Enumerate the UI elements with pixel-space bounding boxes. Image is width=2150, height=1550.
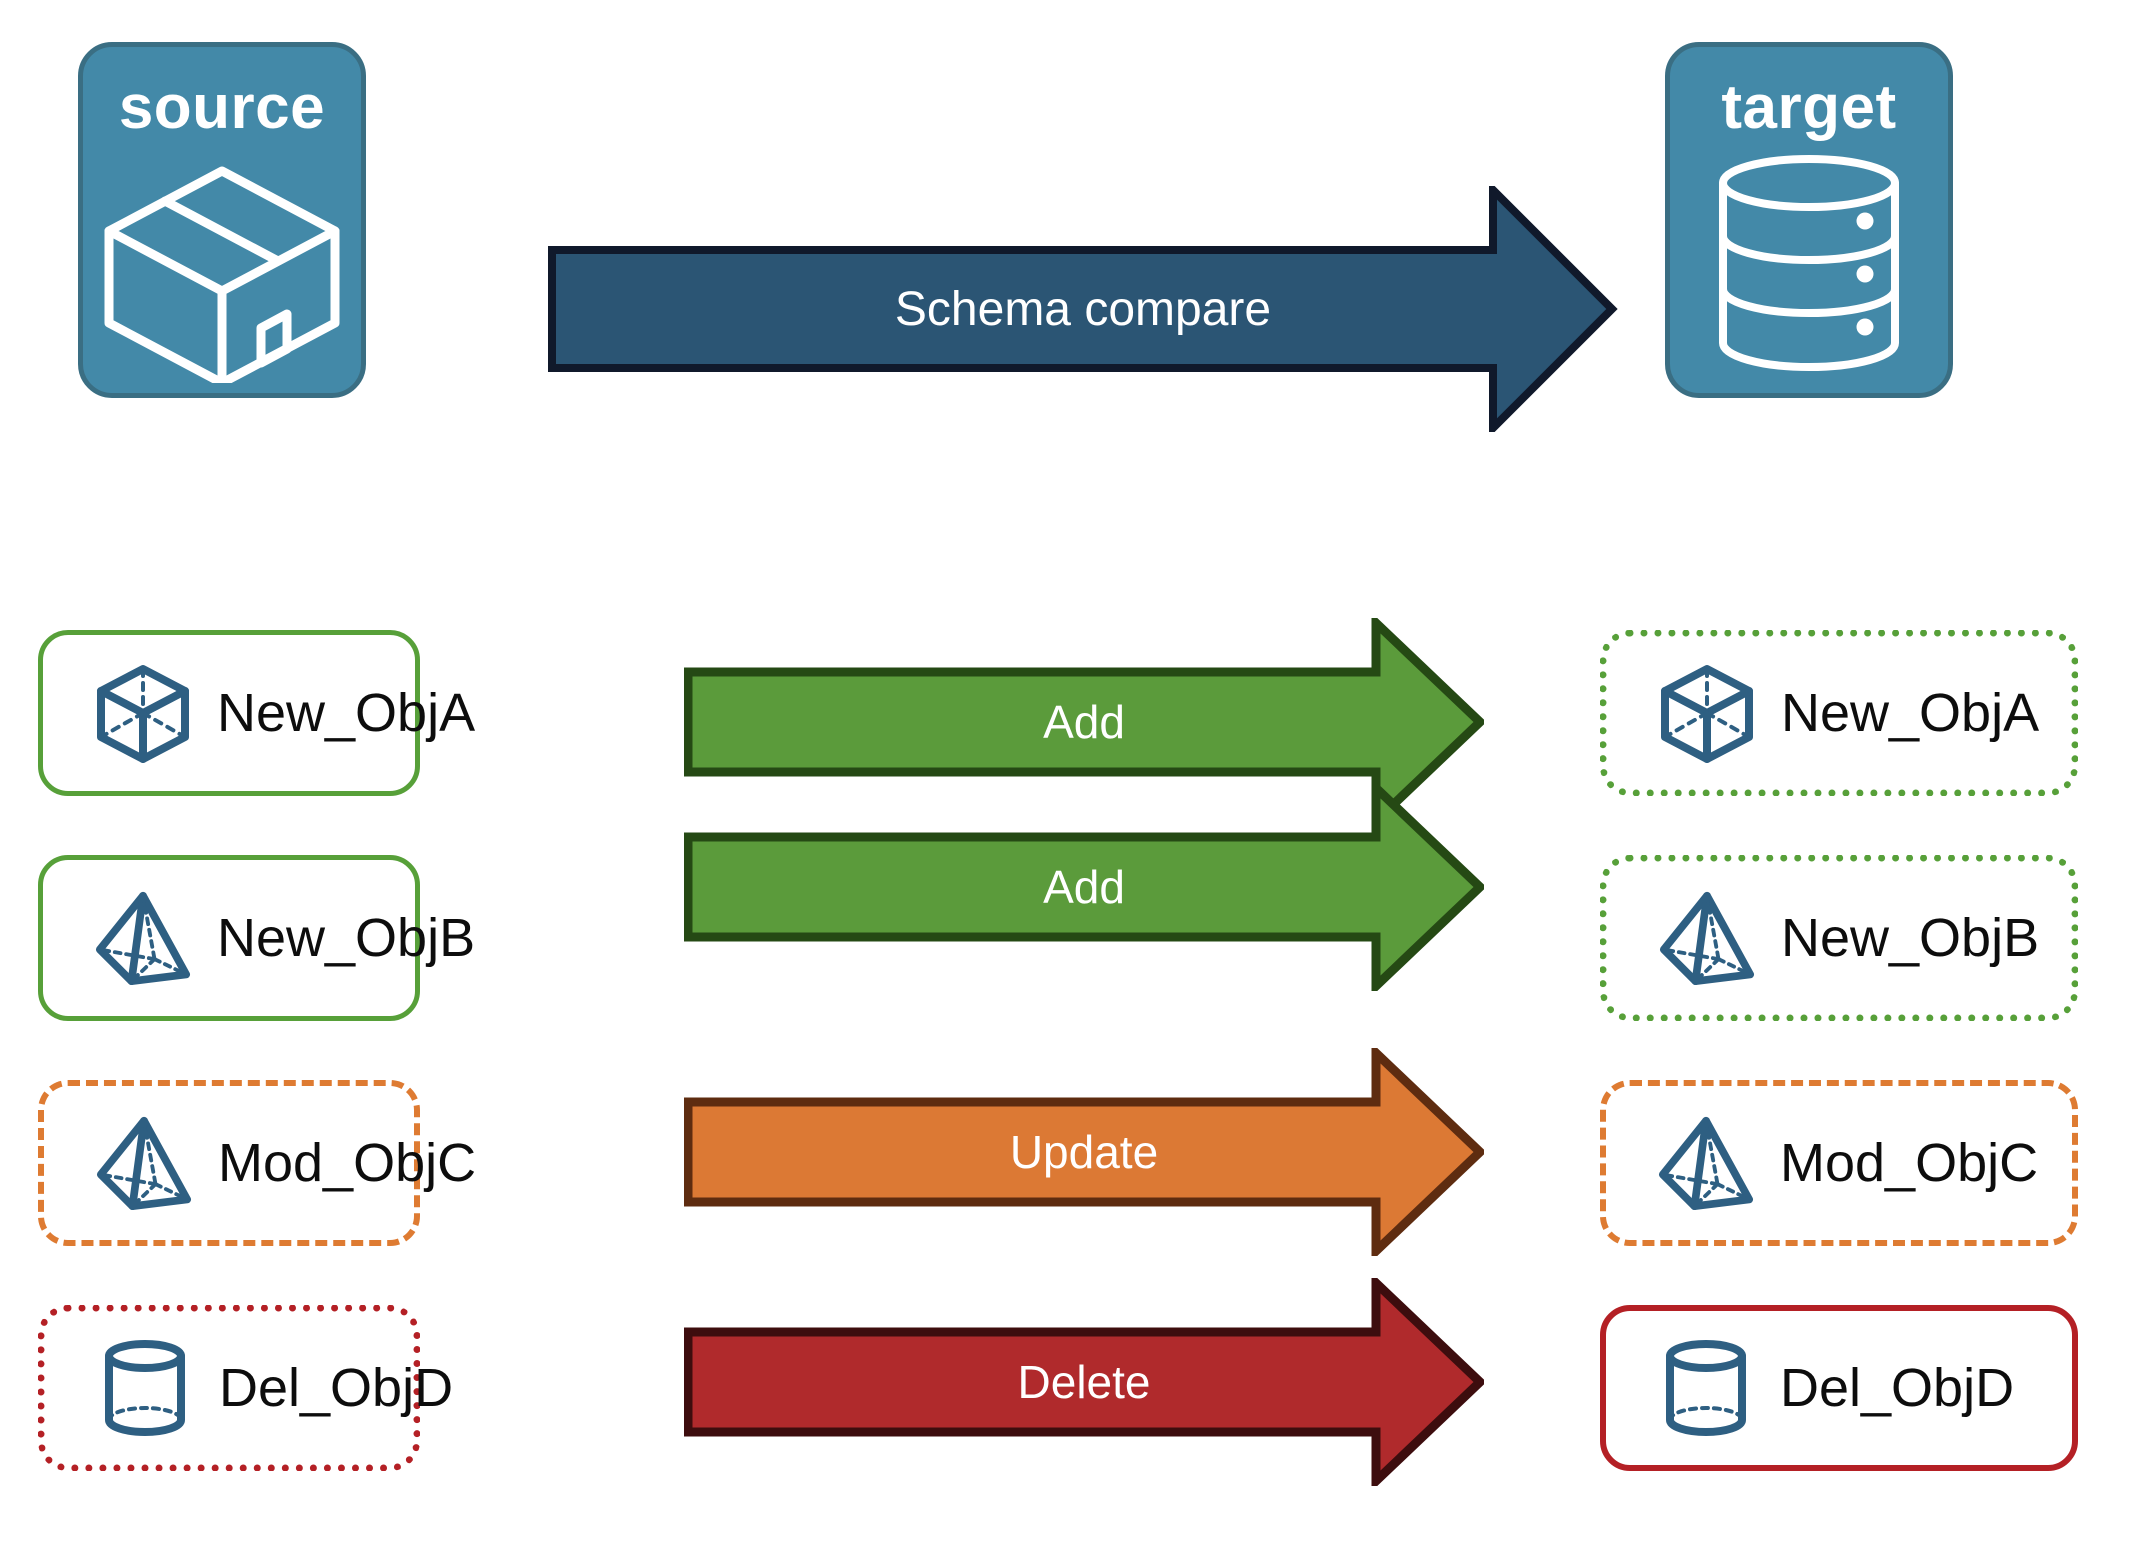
source-title: source [118,73,326,142]
wireframe-pyramid-icon [1659,890,1755,986]
source-object-card-0[interactable]: New_ObjA [38,630,475,796]
action-arrow-update: Update [683,1042,1487,1262]
target-object-label-3: Del_ObjD [1780,1358,2015,1418]
action-arrow-add-1: Add [683,777,1487,997]
schema-compare-arrow: Schema compare [548,180,1618,438]
source-object-label-2: Mod_ObjC [218,1133,477,1193]
action-arrow-delete: Delete [683,1272,1487,1492]
target-object-label-1: New_ObjB [1781,908,2040,968]
wireframe-cylinder-icon [97,1340,193,1436]
source-object-label-1: New_ObjB [217,908,476,968]
source-object-label-3: Del_ObjD [219,1358,454,1418]
target-object-label-2: Mod_ObjC [1780,1133,2039,1193]
database-cylinder-icon [1709,153,1909,383]
source-object-card-1[interactable]: New_ObjB [38,855,475,1021]
target-object-label-0: New_ObjA [1781,683,2040,743]
wireframe-pyramid-icon [1658,1115,1754,1211]
package-box-icon [97,153,347,388]
source-object-label-0: New_ObjA [217,683,476,743]
source-endpoint-card: source [78,42,366,398]
wireframe-cube-icon [95,665,191,763]
wireframe-cube-icon [1659,665,1755,763]
target-title: target [1721,73,1897,142]
source-object-card-2[interactable]: Mod_ObjC [38,1080,476,1246]
wireframe-pyramid-icon [96,1115,192,1211]
target-object-card-0[interactable]: New_ObjA [1600,630,2078,796]
wireframe-cylinder-icon [1658,1340,1754,1436]
target-endpoint-card: target [1665,42,1953,398]
target-object-card-3[interactable]: Del_ObjD [1600,1305,2078,1471]
target-object-card-2[interactable]: Mod_ObjC [1600,1080,2078,1246]
source-object-card-3[interactable]: Del_ObjD [38,1305,453,1471]
target-object-card-1[interactable]: New_ObjB [1600,855,2078,1021]
wireframe-pyramid-icon [95,890,191,986]
